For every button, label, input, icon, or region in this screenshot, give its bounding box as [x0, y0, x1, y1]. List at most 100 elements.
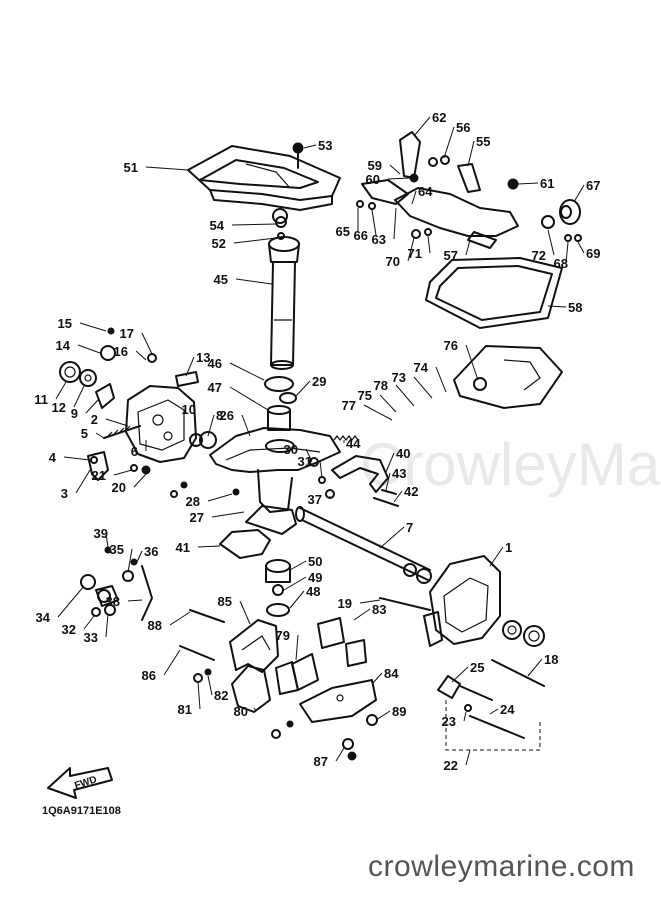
- leader-line-39: [105, 532, 109, 549]
- leader-line-72: [547, 229, 555, 256]
- callout-46: 46: [208, 356, 222, 371]
- callout-80: 80: [234, 704, 248, 719]
- leader-line-79: [295, 634, 299, 661]
- cover-84: [299, 679, 377, 723]
- thru-tube-7: [295, 506, 431, 581]
- leader-line-13: [185, 356, 195, 377]
- leader-line-29: [295, 380, 311, 397]
- callout-6: 6: [131, 444, 138, 459]
- leader-line-42: [393, 490, 403, 503]
- callout-10: 10: [182, 402, 196, 417]
- leader-line-9: [85, 399, 99, 414]
- callout-70: 70: [386, 254, 400, 269]
- leader-line-16: [135, 350, 147, 361]
- callout-62: 62: [432, 110, 446, 125]
- leader-line-46: [229, 362, 265, 381]
- callout-15: 15: [58, 316, 72, 331]
- callout-81: 81: [178, 702, 192, 717]
- pin-27-left: [180, 481, 188, 489]
- callout-7: 7: [406, 520, 413, 535]
- callout-38: 38: [106, 594, 120, 609]
- leader-line-33: [105, 613, 109, 638]
- clip-69: [574, 234, 582, 242]
- callout-75: 75: [358, 388, 372, 403]
- callout-17: 17: [120, 326, 134, 341]
- callout-2: 2: [91, 412, 98, 427]
- nut-89b: [347, 751, 357, 761]
- leader-line-36: [135, 550, 143, 565]
- nut-70: [411, 229, 421, 239]
- callout-52: 52: [212, 236, 226, 251]
- cowling-seal-58: [425, 257, 563, 329]
- leader-line-67: [573, 184, 585, 203]
- callout-71: 71: [408, 246, 422, 261]
- leader-line-86: [163, 649, 181, 676]
- leader-line-20: [133, 473, 147, 488]
- callout-78: 78: [374, 378, 388, 393]
- washer-8-left: [199, 431, 217, 449]
- bolt-88: [189, 609, 225, 623]
- pin-19: [379, 597, 431, 611]
- callout-14: 14: [56, 338, 71, 353]
- leader-line-18: [527, 658, 543, 677]
- thumb-screw-13: [175, 371, 199, 387]
- callout-36: 36: [144, 544, 158, 559]
- leader-line-73: [413, 376, 433, 399]
- rod-24: [469, 715, 525, 739]
- leader-line-17: [141, 332, 153, 355]
- leader-line-53: [303, 144, 317, 149]
- callout-13: 13: [196, 350, 210, 365]
- leader-line-3: [75, 469, 91, 494]
- leader-line-51: [145, 166, 189, 171]
- callout-20: 20: [112, 480, 126, 495]
- leader-line-57: [465, 239, 471, 256]
- bracket-22-outline: [445, 700, 541, 751]
- callout-18: 18: [544, 652, 558, 667]
- callout-1: 1: [505, 540, 512, 555]
- callout-27: 27: [190, 510, 204, 525]
- leader-line-35: [127, 548, 133, 573]
- leader-line-23: [463, 711, 467, 722]
- callout-24: 24: [500, 702, 515, 717]
- washer-46: [264, 376, 294, 392]
- callout-88: 88: [148, 618, 162, 633]
- callout-39: 39: [94, 526, 108, 541]
- callout-76: 76: [444, 338, 458, 353]
- leader-line-47: [229, 386, 269, 411]
- washer-48: [266, 603, 290, 617]
- callout-30: 30: [284, 442, 298, 457]
- washer-28-left: [170, 490, 178, 498]
- washer-82a: [204, 668, 212, 676]
- spring-44: [333, 435, 359, 441]
- lever-9: [95, 383, 115, 409]
- leader-line-69: [577, 241, 585, 254]
- leader-line-88: [169, 611, 191, 626]
- leader-line-30: [305, 448, 313, 463]
- leader-line-87: [335, 747, 345, 762]
- leader-line-84: [371, 672, 383, 685]
- callout-28: 28: [186, 494, 200, 509]
- washer-82b: [286, 720, 294, 728]
- leader-line-14: [77, 344, 101, 354]
- callout-11: 11: [34, 392, 48, 407]
- bushing-50-body: [265, 565, 291, 583]
- nut-89a: [366, 714, 378, 726]
- washer-32: [91, 607, 101, 617]
- washer-21: [130, 464, 138, 472]
- damper-79: [275, 653, 319, 695]
- svg-text:FWD: FWD: [73, 774, 98, 792]
- callout-12: 12: [52, 400, 66, 415]
- leader-line-66: [371, 209, 377, 236]
- clip-36: [130, 558, 138, 566]
- leader-line-78: [395, 384, 415, 407]
- callout-45: 45: [214, 272, 228, 287]
- callout-33: 33: [84, 630, 98, 645]
- callout-48: 48: [306, 584, 320, 599]
- leader-line-71: [427, 235, 431, 254]
- callout-57: 57: [444, 248, 458, 263]
- leader-line-41: [197, 545, 221, 548]
- screw-81b: [271, 729, 281, 739]
- leader-line-70: [407, 237, 415, 262]
- leader-line-55: [467, 140, 475, 167]
